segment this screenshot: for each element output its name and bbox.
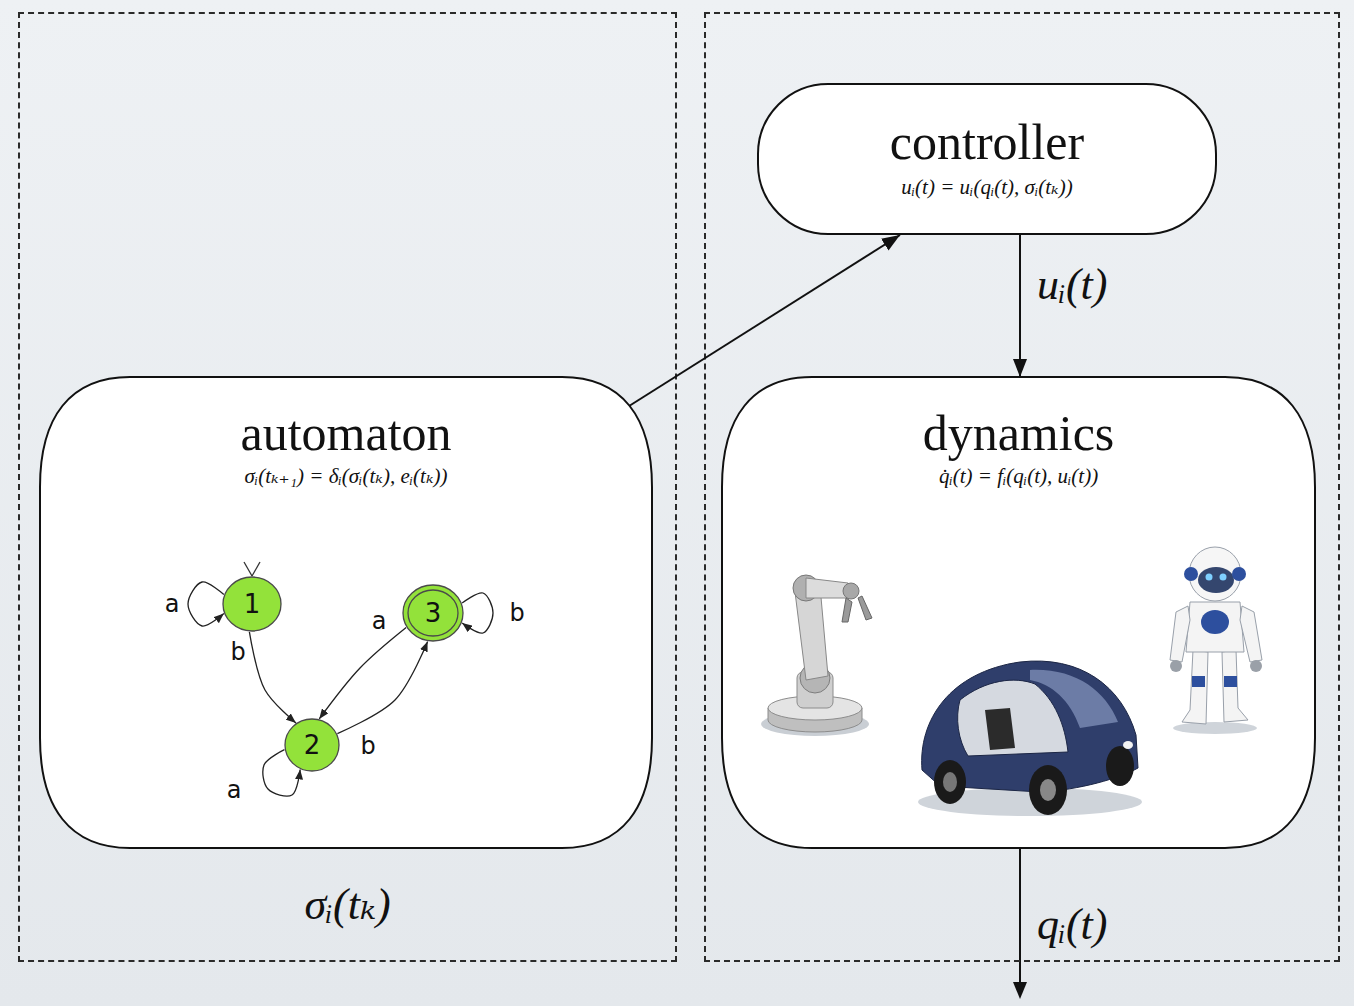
state-label: 2 xyxy=(304,732,321,758)
formula: uᵢ(t) = uᵢ(qᵢ(t), σᵢ(tₖ)) xyxy=(901,175,1072,200)
output-arrow-part xyxy=(1013,982,1027,999)
humanoid-illustration-part xyxy=(1170,660,1182,672)
controller-box: controller uᵢ(t) = uᵢ(qᵢ(t), σᵢ(tₖ)) xyxy=(757,83,1217,235)
state-outline xyxy=(285,719,339,771)
label-holder: b xyxy=(230,639,245,665)
initial-state-marker xyxy=(244,562,260,576)
dashed-panel: controller uᵢ(t) = uᵢ(qᵢ(t), σᵢ(tₖ)) dynam… xyxy=(704,12,1340,962)
signal-arrow xyxy=(1019,235,1021,377)
transition-arrow xyxy=(337,642,427,734)
humanoid-illustration-part xyxy=(1186,602,1244,652)
transition-arrow xyxy=(462,593,493,633)
transition-label: b xyxy=(509,600,524,626)
label-holder: a xyxy=(372,608,387,634)
node-title: dynamics xyxy=(923,408,1115,458)
humanoid-illustration-part xyxy=(1250,660,1262,672)
output-arrow-part xyxy=(1019,848,1021,984)
label-holder: qᵢ(t) xyxy=(1037,899,1108,952)
state-label: 3 xyxy=(425,600,442,626)
vehicle-illustration-part xyxy=(1106,746,1134,786)
vehicle-illustration xyxy=(918,661,1142,816)
robot-arm-illustration-part xyxy=(842,596,872,622)
formula: q̇ᵢ(t) = fᵢ(qᵢ(t), uᵢ(t)) xyxy=(939,464,1098,489)
transition-label: a xyxy=(372,608,387,634)
humanoid-illustration-part xyxy=(1220,574,1227,581)
signal-arrow xyxy=(630,235,901,406)
humanoid-illustration-part xyxy=(1182,650,1208,724)
node-outline xyxy=(722,377,1315,848)
robot-arm-illustration-part xyxy=(806,578,848,598)
humanoid-illustration-part xyxy=(1201,610,1229,634)
label-holder: a xyxy=(227,777,242,803)
humanoid-illustration-part xyxy=(1170,606,1190,662)
dynamics-box: dynamics q̇ᵢ(t) = fᵢ(qᵢ(t), uᵢ(t)) xyxy=(722,377,1315,848)
state-circle: 1 xyxy=(222,576,282,632)
output-arrow xyxy=(1013,848,1027,999)
humanoid-illustration-part xyxy=(1240,606,1262,662)
panel-label: σᵢ(tₖ) xyxy=(304,879,390,932)
transition-label: a xyxy=(165,591,180,617)
humanoid-illustration-part xyxy=(1206,574,1213,581)
accepting-state-circle: 3 xyxy=(402,584,464,642)
node-title: automaton xyxy=(240,408,451,458)
signal-label: qᵢ(t) xyxy=(1037,899,1108,952)
state-outline xyxy=(403,585,463,641)
automaton-box: 1 2 3 automaton σᵢ(tₖ₊₁) = δᵢ(σᵢ(tₖ), eᵢ(tₖ)… xyxy=(40,377,652,848)
transition-label: a xyxy=(227,777,242,803)
vehicle-illustration-part xyxy=(958,680,1068,756)
dashed-panel: 1 2 3 automaton σᵢ(tₖ₊₁) = δᵢ(σᵢ(tₖ), eᵢ(tₖ)… xyxy=(18,12,677,962)
accepting-ring xyxy=(408,590,458,636)
vehicle-illustration-part xyxy=(1040,779,1056,801)
humanoid-illustration xyxy=(1170,547,1262,734)
transition-arrow xyxy=(188,582,224,626)
label-holder: b xyxy=(509,600,524,626)
transition-arrow xyxy=(249,632,296,723)
vehicle-illustration-part xyxy=(1029,765,1067,815)
label-holder: a xyxy=(165,591,180,617)
vehicle-illustration-part xyxy=(934,760,966,804)
transition-label: b xyxy=(230,639,245,665)
humanoid-illustration-part xyxy=(1224,676,1237,687)
node-title: controller xyxy=(890,117,1084,167)
state-outline xyxy=(223,577,281,631)
humanoid-illustration-part xyxy=(1232,567,1246,581)
node-outline xyxy=(758,84,1216,234)
initial-state-marker-part xyxy=(252,562,260,576)
label-holder: uᵢ(t) xyxy=(1037,259,1108,312)
node-outline xyxy=(40,377,652,848)
transition-arrow xyxy=(319,628,406,719)
vehicle-illustration-part xyxy=(1123,741,1133,749)
vehicle-illustration-part xyxy=(985,708,1015,750)
humanoid-illustration-part xyxy=(1173,722,1257,734)
initial-state-marker-part xyxy=(244,562,252,576)
robot-arm-illustration-part xyxy=(843,583,859,599)
formula: σᵢ(tₖ₊₁) = δᵢ(σᵢ(tₖ), eᵢ(tₖ)) xyxy=(244,464,447,489)
state-label: 1 xyxy=(244,591,261,617)
humanoid-illustration-part xyxy=(1198,567,1234,593)
robot-arm-illustration xyxy=(761,575,872,736)
transition-arrow xyxy=(263,750,300,796)
humanoid-illustration-part xyxy=(1222,650,1248,722)
state-circle: 2 xyxy=(284,718,340,772)
transition-label: b xyxy=(360,733,375,759)
humanoid-illustration-part xyxy=(1184,567,1198,581)
label-holder: b xyxy=(360,733,375,759)
humanoid-illustration-part xyxy=(1192,676,1205,687)
vehicle-illustration-part xyxy=(943,772,957,792)
signal-label: uᵢ(t) xyxy=(1037,259,1108,312)
